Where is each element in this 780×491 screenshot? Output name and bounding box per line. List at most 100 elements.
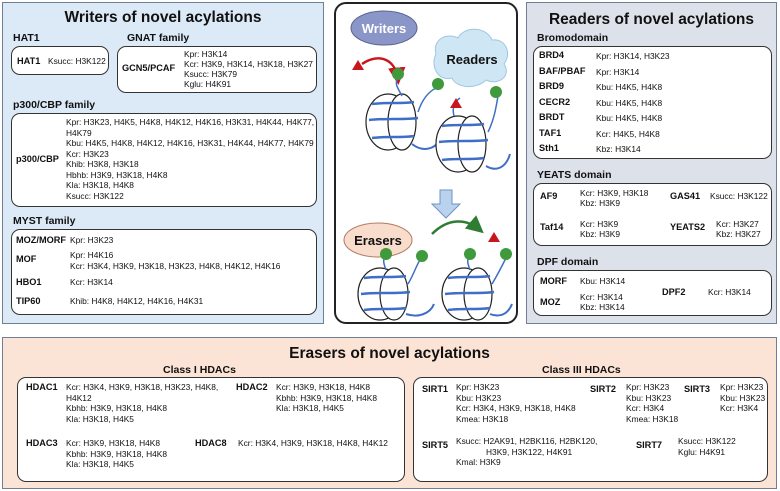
sirt-mark: Kcr: H3K4 bbox=[720, 403, 759, 413]
class1-box: HDAC1 Kcr: H3K4, H3K9, H3K18, H3K23, H4K… bbox=[17, 377, 405, 482]
readers-label: Readers bbox=[446, 52, 497, 67]
yeats-mark: Kcr: H3K9, H3K18 bbox=[580, 188, 649, 198]
nucleosome-bottom-left bbox=[357, 255, 435, 321]
tip60-name: TIP60 bbox=[16, 296, 41, 306]
gas41-name: GAS41 bbox=[670, 191, 701, 201]
sirt-mark: Ksucc: H2AK91, H2BK116, H2BK120, bbox=[456, 436, 598, 446]
sirt1-name: SIRT1 bbox=[422, 384, 449, 394]
hat1-name: HAT1 bbox=[17, 56, 41, 66]
p300-section-label: p300/CBP family bbox=[13, 99, 96, 111]
dpf-section-label: DPF domain bbox=[537, 256, 599, 268]
hdac-mark: Kcr: H3K9, H3K18, H4K8 bbox=[276, 382, 371, 392]
reader-name: BRDT bbox=[539, 112, 565, 122]
sirt-mark: Kcr: H3K4 bbox=[626, 403, 665, 413]
reader-mark: Kbz: H3K14 bbox=[596, 144, 641, 154]
reader-name: CECR2 bbox=[539, 96, 571, 107]
gnat-section-label: GNAT family bbox=[127, 32, 190, 44]
dpf-mark: Kbu: H3K14 bbox=[580, 276, 626, 286]
myst-section-label: MYST family bbox=[13, 215, 76, 227]
yeats-box: AF9 Kcr: H3K9, H3K18 Kbz: H3K9 GAS41 Ksu… bbox=[533, 183, 772, 246]
dpf2-name: DPF2 bbox=[662, 287, 686, 297]
green-group bbox=[416, 250, 428, 262]
reader-mark: Kcr: H4K5, H4K8 bbox=[596, 128, 660, 139]
sirt2-name: SIRT2 bbox=[590, 384, 617, 394]
hdac-mark: Kcr: H3K4, H3K9, H3K18, H4K8, H4K12 bbox=[238, 438, 388, 448]
hdac2-name: HDAC2 bbox=[236, 382, 268, 392]
reader-mark: Kbu: H4K5, H4K8 bbox=[596, 113, 663, 123]
yeats-mark: Kbz: H3K9 bbox=[580, 198, 621, 208]
p300-mark: Kbu: H4K5, H4K8, H4K12, H4K16, H3K31, H4… bbox=[66, 138, 314, 148]
hdac-mark: Kbhb: H3K9, H3K18, H4K8 bbox=[66, 403, 168, 413]
sirt-mark: Kbu: H3K23 bbox=[720, 392, 766, 403]
reader-mark: Kpr: H3K14 bbox=[596, 66, 640, 77]
erasers-panel: Erasers of novel acylations Class I HDAC… bbox=[2, 337, 777, 489]
readers-cloud bbox=[433, 28, 508, 87]
sirt3-name: SIRT3 bbox=[684, 384, 711, 394]
acyl-group-triangle bbox=[488, 232, 500, 242]
myst-mark: Kcr: H3K14 bbox=[70, 277, 113, 287]
hat1-mark: Ksucc: H3K122 bbox=[48, 56, 106, 66]
green-group bbox=[500, 248, 512, 260]
p300-mark: Khib: H3K8, H3K18 bbox=[66, 159, 139, 169]
class1-label: Class I HDACs bbox=[163, 364, 236, 376]
sirt-mark: H3K9, H3K122, H4K91 bbox=[486, 446, 573, 457]
hdac-mark: Kcr: H3K9, H3K18, H4K8 bbox=[66, 438, 161, 448]
acyl-group-triangle bbox=[352, 60, 364, 70]
gnat-mark: Ksucc: H3K79 bbox=[184, 69, 238, 79]
eraser-arrow bbox=[431, 215, 484, 235]
hat1-section-label: HAT1 bbox=[13, 32, 40, 44]
p300-mark: Kla: H3K18, H4K8 bbox=[66, 180, 134, 190]
dpf-mark: Kbz: H3K14 bbox=[580, 302, 625, 312]
hdac3-name: HDAC3 bbox=[26, 438, 58, 448]
morf-name: MORF bbox=[540, 276, 568, 286]
reader-mark: Kbu: H4K5, H4K8 bbox=[596, 97, 663, 108]
gnat-mark: Kpr: H3K14 bbox=[184, 49, 228, 59]
myst-mark: Kcr: H3K4, H3K9, H3K18, H3K23, H4K8, H4K… bbox=[70, 260, 281, 271]
nucleosome-bottom-right bbox=[441, 255, 513, 321]
class3-box: SIRT1 Kpr: H3K23 Kbu: H3K23 Kcr: H3K4, H… bbox=[413, 377, 768, 482]
myst-mark: Kpr: H4K16 bbox=[70, 250, 114, 260]
reader-mark: Kbu: H4K5, H4K8 bbox=[596, 82, 663, 92]
reader-mark: Kpr: H3K14, H3K23 bbox=[596, 51, 670, 61]
hdac-mark: Kbhb: H3K9, H3K18, H4K8 bbox=[276, 392, 378, 403]
reader-name: BRD4 bbox=[539, 50, 565, 60]
center-panel: Writers Readers bbox=[334, 2, 518, 324]
sirt-mark: Kmea: H3K18 bbox=[456, 413, 509, 424]
gcn5-pcaf-name: GCN5/PCAF bbox=[122, 63, 176, 73]
sirt7-name: SIRT7 bbox=[636, 440, 663, 450]
readers-panel: Readers of novel acylations Bromodomain … bbox=[526, 2, 777, 324]
erasers-title: Erasers of novel acylations bbox=[289, 345, 490, 362]
down-arrow bbox=[430, 189, 462, 219]
writers-label: Writers bbox=[362, 21, 407, 36]
p300-mark: Hbhb: H3K9, H3K18, H4K8 bbox=[66, 169, 168, 180]
myst-mark: Khib: H4K8, H4K12, H4K16, H4K31 bbox=[70, 296, 204, 306]
writers-oval bbox=[350, 10, 418, 46]
myst-box: MOZ/MORF Kpr: H3K23 MOF Kpr: H4K16 Kcr: … bbox=[11, 229, 317, 315]
green-group bbox=[392, 68, 404, 80]
p300-box: p300/CBP Kpr: H3K23, H4K5, H4K8, H4K12, … bbox=[11, 113, 317, 207]
dpf-mark: Kcr: H3K14 bbox=[580, 292, 623, 302]
reader-name: Sth1 bbox=[539, 143, 559, 153]
sirt-mark: Kmea: H3K18 bbox=[626, 413, 679, 424]
nucleosome-top-left bbox=[365, 77, 441, 151]
hdac-mark: Kbhb: H3K9, H3K18, H4K8 bbox=[66, 448, 168, 459]
p300-cbp-name: p300/CBP bbox=[16, 154, 59, 164]
sirt5-name: SIRT5 bbox=[422, 440, 449, 450]
erasers-oval bbox=[343, 222, 413, 258]
class3-label: Class III HDACs bbox=[542, 364, 621, 376]
writers-panel: Writers of novel acylations HAT1 HAT1 Ks… bbox=[2, 2, 324, 324]
sirt-mark: Kglu: H4K91 bbox=[678, 446, 726, 457]
reader-name: BRD9 bbox=[539, 81, 565, 91]
yeats-mark: Ksucc: H3K122 bbox=[710, 191, 768, 201]
moz-morf-name: MOZ/MORF bbox=[16, 235, 67, 245]
writer-arrow bbox=[361, 57, 406, 85]
sirt-mark: Kcr: H3K4, H3K9, H3K18, H4K8 bbox=[456, 403, 576, 413]
hdac8-name: HDAC8 bbox=[195, 438, 227, 448]
green-group bbox=[432, 78, 444, 90]
yeats-mark: Kcr: H3K27 bbox=[716, 219, 759, 229]
p300-mark: H4K79 bbox=[66, 127, 92, 138]
green-group bbox=[464, 248, 476, 260]
hdac1-name: HDAC1 bbox=[26, 382, 58, 392]
hdac-mark: Kcr: H3K4, H3K9, H3K18, H3K23, H4K8, bbox=[66, 382, 219, 392]
readers-title: Readers of novel acylations bbox=[548, 11, 755, 28]
